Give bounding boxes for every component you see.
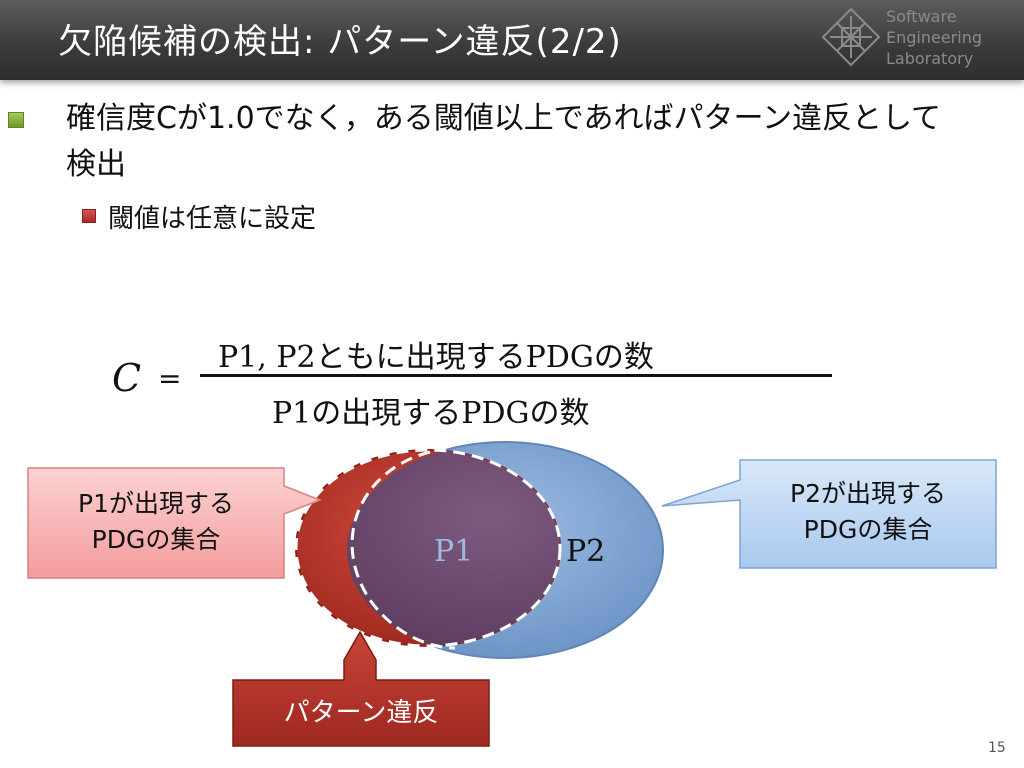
overlap-dashed-border: [350, 450, 456, 650]
bullet-sub-text: 閾値は任意に設定: [108, 204, 317, 234]
set-p1-dashed-border: [294, 448, 562, 648]
callout-violation-text: パターン違反: [283, 698, 439, 728]
set-label-p1: P1: [434, 534, 474, 569]
callout-p1-line-2: PDGの集合: [91, 525, 221, 554]
callout-p2-line-1: P2が出現する: [790, 479, 946, 508]
callout-p2-line-2: PDGの集合: [803, 515, 933, 544]
lab-logo-icon: [821, 7, 881, 67]
logo-line-1: Software: [886, 7, 957, 26]
title-bar: 欠陥候補の検出: パターン違反(2/2) Software Engineerin…: [0, 0, 1024, 80]
lab-logo-text: Software Engineering Laboratory: [886, 6, 982, 69]
formula-equals: =: [158, 362, 182, 395]
callout-p1-line-1: P1が出現する: [78, 489, 234, 518]
callout-p1-text: P1が出現する PDGの集合: [28, 468, 284, 578]
formula-denominator: P1の出現するPDGの数: [272, 396, 590, 431]
callout-violation-shape: [232, 630, 490, 747]
formula-numerator: P1, P2ともに出現するPDGの数: [218, 340, 654, 375]
formula-lhs: C: [112, 356, 142, 400]
bullet-main-text: 確信度Cが1.0でなく，ある閾値以上であればパターン違反として検出: [66, 101, 942, 182]
slide-title: 欠陥候補の検出: パターン違反(2/2): [58, 22, 622, 62]
page-number: 15: [988, 740, 1006, 756]
callout-p2-text: P2が出現する PDGの集合: [740, 460, 996, 568]
bullet-marker-red: [82, 209, 96, 223]
callout-p2-shape: [661, 459, 997, 569]
lab-logo: Software Engineering Laboratory: [820, 6, 1020, 76]
logo-line-2: Engineering: [886, 28, 982, 47]
set-label-p2: P2: [566, 534, 606, 569]
logo-line-3: Laboratory: [886, 49, 974, 68]
bullet-marker-green: [8, 112, 24, 128]
set-overlap-region: [347, 450, 560, 646]
callout-p1-shape: [27, 467, 323, 579]
fraction-bar: [200, 374, 832, 377]
